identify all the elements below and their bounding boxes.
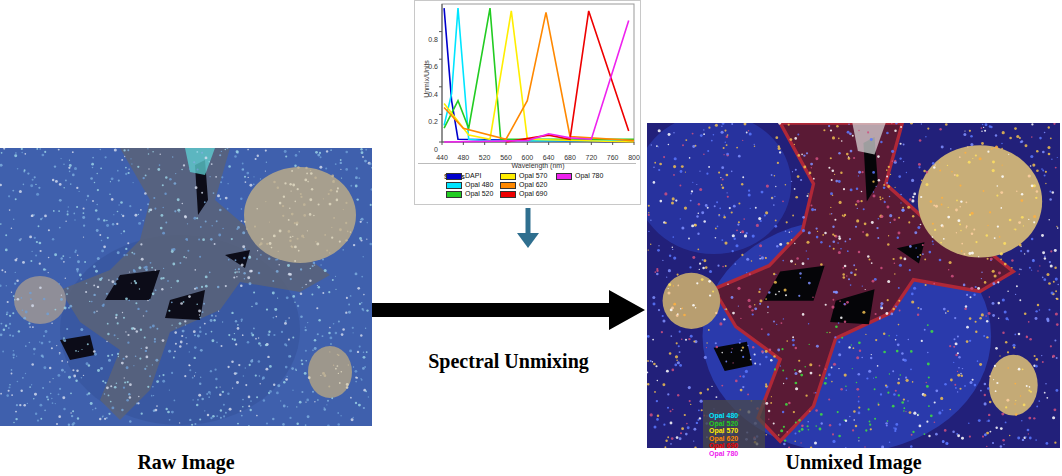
channel-label: Opal 480	[709, 412, 738, 419]
legend-entry: Opal 690	[500, 190, 547, 198]
axis-tick-holder: 560	[500, 146, 512, 164]
image-caption: Raw Image	[137, 451, 234, 476]
legend-text: DAPI	[465, 172, 481, 180]
legend-swatch	[446, 191, 462, 198]
axis-tick-holder: 480	[457, 146, 469, 164]
axis-tick-holder: 760	[607, 146, 619, 164]
axis-tick: 720	[585, 154, 597, 161]
image-caption: Unmixed Image	[785, 451, 921, 476]
spectrum-curve	[444, 11, 634, 142]
legend-text: Opal 570	[519, 172, 547, 180]
axis-tick: 800	[628, 154, 640, 161]
axis-title: Wavelength (nm)	[511, 162, 564, 169]
axis-tick: 600	[521, 154, 533, 161]
spectrum-curve	[444, 8, 634, 139]
legend-swatch	[500, 182, 516, 189]
axis-tick-holder: 720	[585, 146, 597, 164]
axis-tick: 640	[543, 154, 555, 161]
axis-tick: 680	[564, 154, 576, 161]
raw-tissue-image	[0, 148, 372, 426]
legend-text: Opal 480	[465, 181, 493, 189]
legend-swatch	[446, 182, 462, 189]
legend-swatch	[500, 173, 516, 180]
channel-label: Opal 780	[709, 450, 738, 457]
axis-tick: 560	[500, 154, 512, 161]
channel-label: Opal 690	[709, 442, 738, 449]
spectrum-curve	[444, 8, 634, 141]
channel-label: Opal 620	[709, 435, 738, 442]
legend-entry: Opal 780	[556, 172, 603, 180]
axis-tick: 0.4	[428, 91, 438, 98]
legend-swatch	[500, 191, 516, 198]
spectrum-curve	[444, 8, 634, 142]
image-panel: Unmixed Image	[645, 123, 1062, 476]
axis-tick: 520	[479, 154, 491, 161]
legend-text: Opal 690	[519, 190, 547, 198]
legend-entry: Opal 480	[446, 181, 493, 189]
axis-tick: 0.8	[428, 36, 438, 43]
axis-tick: 0.2	[428, 118, 438, 125]
arrow-label: Spectral Unmixing	[428, 350, 589, 372]
axis-tick: 480	[457, 154, 469, 161]
axis-tick-holder: 600	[521, 146, 533, 164]
image-panel: Raw Image	[0, 148, 372, 476]
arrow-label-holder: Spectral Unmixing	[428, 350, 589, 372]
axis-tick-holder: 0.2	[428, 110, 438, 128]
unmixed-tissue-image	[647, 123, 1060, 448]
legend-swatch	[446, 173, 462, 180]
axis-tick-holder: 640	[543, 146, 555, 164]
legend-text: Opal 780	[575, 172, 603, 180]
legend-text: Opal 520	[465, 190, 493, 198]
spectra-chart	[415, 1, 641, 205]
axis-tick: 0	[434, 146, 438, 153]
axis-tick-holder: 0.8	[428, 28, 438, 46]
axis-tick-holder: 520	[479, 146, 491, 164]
channel-label: Opal 570	[709, 427, 738, 434]
axis-tick-holder: 0	[434, 138, 438, 156]
axis-title-holder: Wavelength (nm)	[511, 154, 564, 172]
axis-tick: 760	[607, 154, 619, 161]
spectrum-curve	[444, 21, 629, 142]
legend-text: Opal 620	[519, 181, 547, 189]
axis-tick-holder: 800	[628, 146, 640, 164]
channel-label-holder: Opal 480	[709, 404, 738, 422]
axis-tick-holder: 680	[564, 146, 576, 164]
axis-tick: 0.6	[428, 63, 438, 70]
legend-entry: Opal 620	[500, 181, 547, 189]
down-arrow	[517, 208, 539, 248]
legend-swatch	[556, 173, 572, 180]
axis-tick: 440	[436, 154, 448, 161]
legend-entry: Opal 570	[500, 172, 547, 180]
spectrum-curve	[444, 12, 634, 140]
channel-label: Opal 520	[709, 420, 738, 427]
legend-entry: Opal 520	[446, 190, 493, 198]
process-arrow	[372, 290, 645, 330]
